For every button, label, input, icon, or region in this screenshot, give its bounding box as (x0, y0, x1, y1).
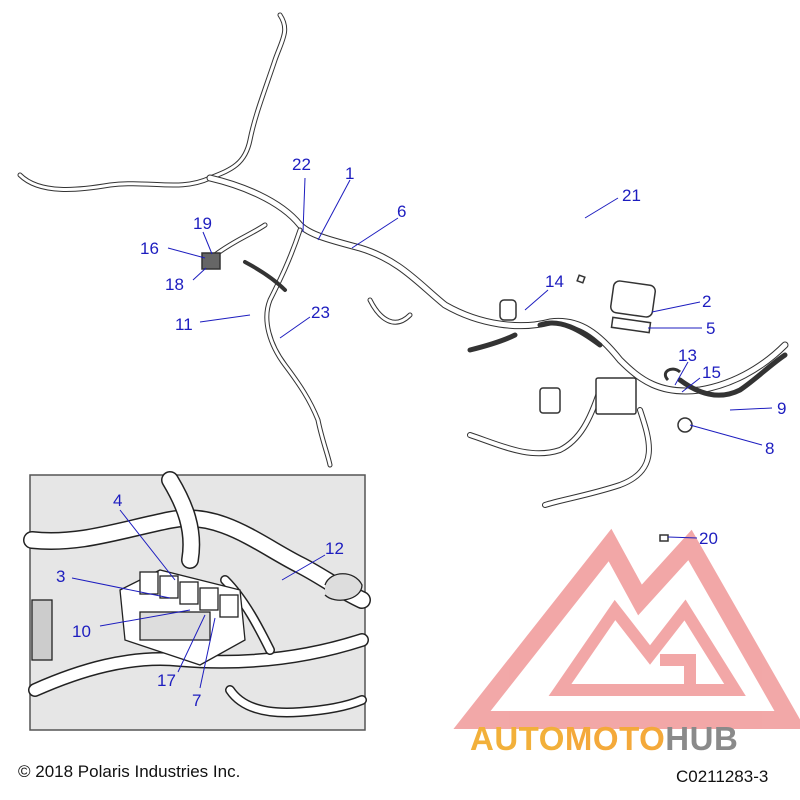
leader-20 (667, 536, 698, 539)
leader-10 (99, 609, 191, 627)
callout-14: 14 (545, 272, 564, 291)
inset-detail (23, 471, 371, 731)
callout-9: 9 (777, 399, 787, 418)
callout-4: 4 (113, 491, 123, 510)
leader-1 (317, 179, 351, 241)
leader-9 (729, 407, 773, 411)
diagram-code: C0211283-3 (676, 767, 769, 786)
watermark-part-hub: HUB (665, 720, 739, 757)
leader-6 (351, 217, 399, 249)
leader-12 (281, 554, 326, 581)
leader-19 (202, 231, 213, 255)
callout-15: 15 (702, 363, 721, 382)
leader-11 (199, 314, 251, 323)
callout-1: 1 (345, 164, 355, 183)
callout-7: 7 (192, 691, 202, 710)
copyright-text: © 2018 Polaris Industries Inc. (18, 762, 241, 781)
callout-10: 10 (72, 622, 91, 641)
callout-13: 13 (678, 346, 697, 365)
callout-3: 3 (56, 567, 66, 586)
main-harness (17, 12, 789, 508)
callout-5: 5 (706, 319, 716, 338)
watermark-text: AUTOMOTOHUB (470, 720, 738, 758)
leader-8 (689, 424, 763, 446)
watermark-logo (453, 528, 800, 729)
components (201, 252, 693, 542)
leader-7 (199, 617, 216, 689)
leader-3 (71, 577, 171, 599)
watermark-part-auto: AUTO (470, 720, 565, 757)
leader-23 (279, 316, 311, 339)
leader-16 (167, 247, 206, 259)
leader-18 (192, 267, 207, 281)
leader-17 (177, 614, 206, 673)
callout-8: 8 (765, 439, 775, 458)
leader-lines (71, 177, 773, 689)
callout-22: 22 (292, 155, 311, 174)
callout-11: 11 (175, 315, 193, 334)
leader-15 (681, 377, 701, 393)
leader-13 (674, 361, 689, 386)
callout-20: 20 (699, 529, 718, 548)
callout-16: 16 (140, 239, 159, 258)
leader-2 (651, 301, 701, 313)
leader-21 (584, 197, 619, 219)
callout-18: 18 (165, 275, 184, 294)
leader-14 (524, 289, 549, 311)
leader-4 (119, 509, 176, 581)
callout-12: 12 (325, 539, 344, 558)
callout-23: 23 (311, 303, 330, 322)
callout-17: 17 (157, 671, 176, 690)
watermark-part-moto: MOTO (564, 720, 666, 757)
callout-19: 19 (193, 214, 212, 233)
callout-2: 2 (702, 292, 712, 311)
callout-21: 21 (622, 186, 641, 205)
leader-22 (302, 177, 306, 233)
callout-6: 6 (397, 202, 407, 221)
